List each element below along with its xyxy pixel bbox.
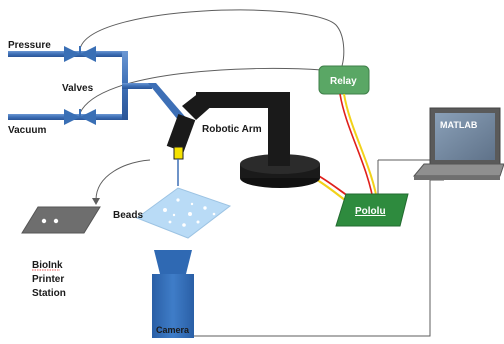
label-bioink-3: Station bbox=[32, 288, 66, 299]
label-relay: Relay bbox=[330, 76, 357, 87]
manifold-outlet bbox=[122, 83, 152, 89]
power-wires bbox=[289, 93, 379, 206]
label-bioink-1: BioInk bbox=[32, 260, 63, 271]
label-pololu: Pololu bbox=[355, 206, 386, 217]
pololu-board bbox=[335, 193, 409, 227]
label-vacuum: Vacuum bbox=[8, 125, 46, 136]
vacuum-valve-icon bbox=[64, 109, 96, 125]
wire-station-arrow bbox=[95, 159, 151, 201]
pressure-valve-icon bbox=[64, 46, 96, 62]
printer-station-icon bbox=[21, 206, 101, 234]
label-valves: Valves bbox=[62, 83, 94, 94]
label-robotic-arm: Robotic Arm bbox=[202, 124, 262, 135]
label-matlab: MATLAB bbox=[440, 120, 478, 130]
label-beads: Beads bbox=[113, 210, 143, 221]
pneumatic-lines bbox=[8, 51, 188, 125]
camera-icon bbox=[152, 250, 194, 338]
wire-relay-to-pressure-valve bbox=[79, 9, 345, 67]
label-camera: Camera bbox=[156, 325, 190, 335]
arm-supply-pipe bbox=[148, 83, 188, 125]
bead-tray-icon bbox=[135, 187, 232, 239]
wire-camera-to-laptop bbox=[193, 179, 444, 337]
label-bioink-2: Printer bbox=[32, 274, 64, 285]
label-pressure: Pressure bbox=[8, 40, 51, 51]
wire-relay-to-vacuum-valve bbox=[79, 67, 323, 114]
nozzle-tip bbox=[173, 146, 184, 160]
robotic-arm-icon bbox=[166, 92, 320, 188]
arrow-head-icon bbox=[92, 198, 100, 205]
laptop-icon bbox=[412, 107, 504, 180]
